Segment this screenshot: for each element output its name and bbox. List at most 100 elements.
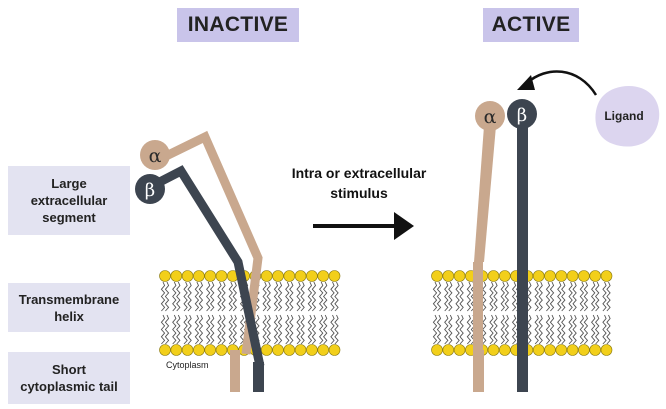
lipid-tail (534, 314, 539, 345)
lipid-tail (217, 281, 222, 312)
lipid-head (170, 344, 183, 356)
lipid-tail (277, 281, 283, 312)
lipid-tail (455, 281, 460, 312)
lipid-tail (481, 314, 487, 345)
lipid-tail (172, 314, 177, 345)
lipid-tail (194, 281, 200, 312)
lipid-tail (262, 314, 267, 345)
cytoplasm-label: Cytoplasm (166, 360, 209, 370)
lipid-tail (266, 281, 271, 312)
lipid-tail (455, 314, 460, 345)
lipid-tail (594, 281, 600, 312)
lipid-tail (511, 281, 517, 312)
transmembrane-helix-label: Transmembrane helix (8, 283, 130, 332)
lipid-tail (436, 314, 442, 345)
lipid-tail (561, 314, 566, 345)
lipid-head (317, 270, 330, 282)
lipid-tail (572, 281, 577, 312)
lipid-head (260, 344, 273, 356)
lipid-head (283, 270, 296, 282)
lipid-tail (436, 281, 442, 312)
beta-chain-active (517, 120, 528, 392)
lipid-tail (330, 281, 335, 312)
lipid-tail (444, 281, 449, 312)
lipid-head (578, 270, 590, 282)
lipid-head (532, 344, 545, 356)
lipid-head (181, 344, 194, 356)
lipid-tail (322, 281, 328, 312)
lipid-tail (228, 281, 234, 312)
lipid-head (306, 270, 318, 282)
lipid-tail (500, 281, 506, 312)
lipid-head (193, 344, 205, 356)
lipid-tail (583, 281, 589, 312)
lipid-tail (444, 314, 449, 345)
lipid-tail (493, 281, 498, 312)
lipid-tail (557, 281, 562, 312)
lipid-tail (330, 314, 335, 345)
lipid-head (317, 344, 330, 356)
ligand-label: Ligand (604, 109, 644, 123)
lipid-tail (527, 281, 532, 312)
lipid-tail (232, 281, 238, 312)
lipid-tail (538, 314, 543, 345)
lipid-head (589, 344, 602, 356)
lipid-head (431, 344, 443, 356)
lipid-head (555, 344, 568, 356)
lipid-tail (164, 281, 170, 312)
alpha-chain-inactive (158, 130, 263, 355)
lipid-tail (568, 314, 573, 345)
alpha-symbol-active: α (484, 106, 497, 128)
lipid-head (193, 270, 205, 282)
lipid-head (260, 270, 273, 282)
lipid-tail (228, 314, 234, 345)
lipid-tail (318, 281, 324, 312)
lipid-tail (545, 281, 551, 312)
lipid-tail (160, 314, 166, 345)
alpha-tail-inactive (230, 350, 240, 392)
lipid-tail (538, 281, 543, 312)
lipid-tail (183, 314, 188, 345)
lipid-head (589, 270, 602, 282)
lipid-head (544, 270, 556, 282)
lipid-tail (300, 281, 305, 312)
ligand-binding-arrow (526, 70, 598, 96)
lipid-tail (221, 281, 226, 312)
lipid-tail (504, 281, 510, 312)
lipid-tail (307, 314, 313, 345)
lipid-tail (602, 314, 607, 345)
stimulus-arrow (313, 212, 414, 240)
extracellular-segment-label: Large extracellular segment (8, 166, 130, 235)
lipid-tail (549, 314, 555, 345)
lipid-tail (590, 314, 596, 345)
lipid-head (566, 270, 579, 282)
lipid-tail (583, 314, 589, 345)
lipid-tail (277, 314, 283, 345)
lipid-tail (534, 281, 539, 312)
lipid-head (170, 270, 183, 282)
lipid-head (487, 270, 500, 282)
lipid-head (328, 344, 341, 356)
lipid-head (306, 344, 318, 356)
lipid-tail (205, 281, 211, 312)
lipid-tail (262, 281, 267, 312)
lipid-head (159, 270, 171, 282)
lipid-tail (217, 314, 222, 345)
lipid-tail (590, 281, 596, 312)
lipid-head (498, 270, 511, 282)
lipid-head (544, 344, 556, 356)
lipid-tail (232, 314, 238, 345)
beta-symbol-active: β (517, 105, 527, 126)
lipid-tail (594, 314, 600, 345)
lipid-tail (511, 314, 517, 345)
lipid-head (283, 344, 296, 356)
inactive-state-label: INACTIVE (177, 8, 299, 42)
lipid-tail (579, 314, 585, 345)
lipid-tail (572, 314, 577, 345)
lipid-tail (266, 314, 271, 345)
lipid-tail (432, 314, 438, 345)
lipid-tail (579, 281, 585, 312)
lipid-tail (602, 281, 607, 312)
lipid-tail (318, 314, 324, 345)
